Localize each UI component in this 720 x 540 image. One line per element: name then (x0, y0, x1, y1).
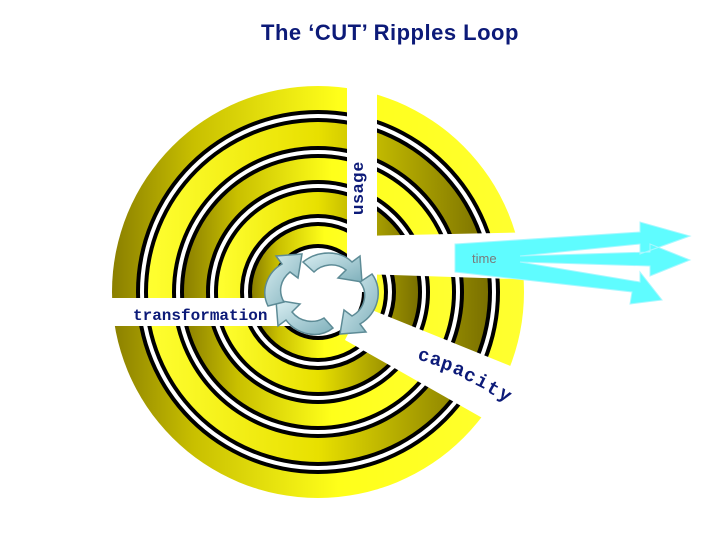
transformation-label: transformation (133, 307, 268, 325)
capacity-cut (345, 306, 560, 445)
diagram-title: The ‘CUT’ Ripples Loop (261, 20, 519, 45)
ripple-rings (112, 86, 524, 498)
usage-label: usage (348, 160, 367, 215)
time-arrows-icon (454, 221, 692, 305)
cycle-arrows-icon (264, 252, 379, 336)
time-label: time (472, 251, 497, 266)
